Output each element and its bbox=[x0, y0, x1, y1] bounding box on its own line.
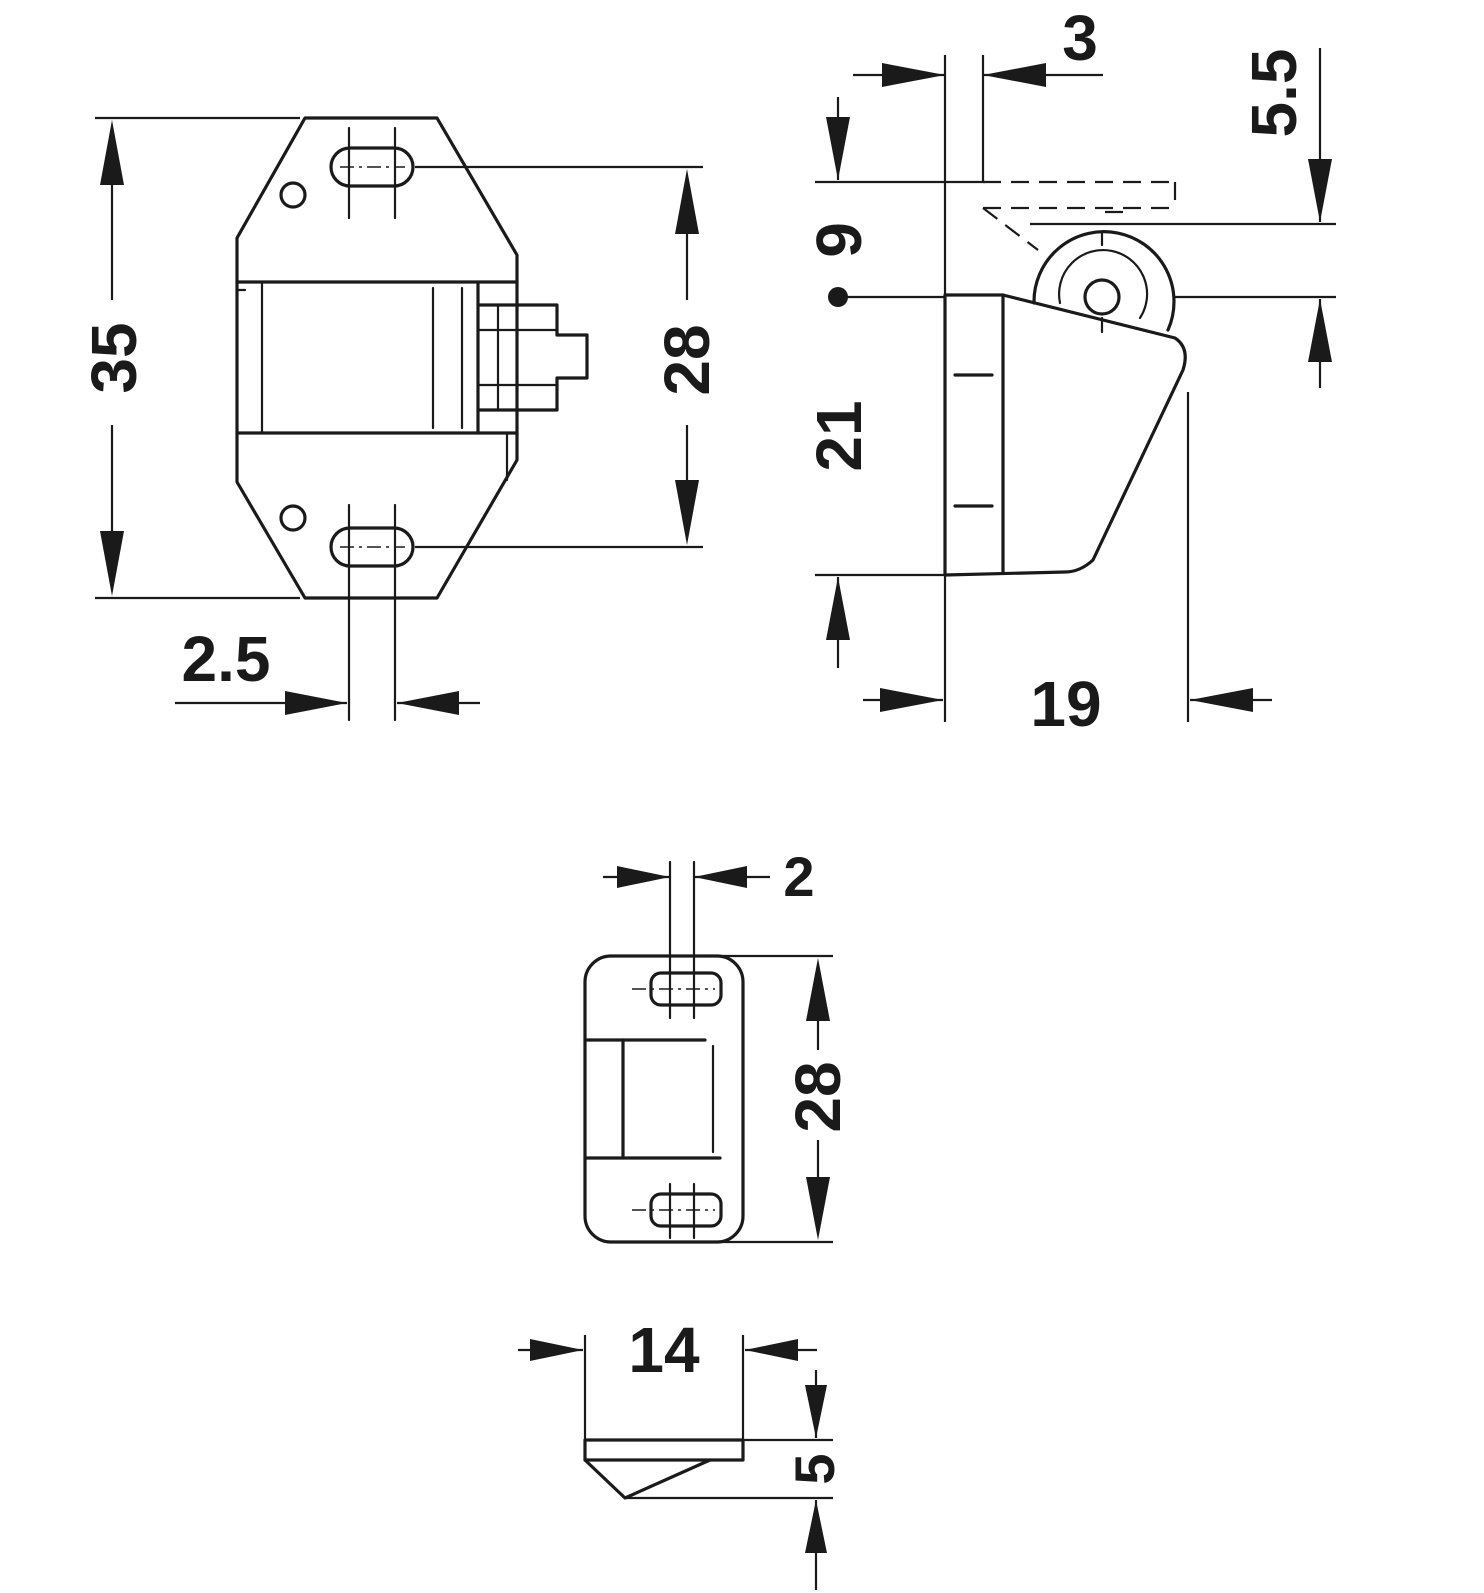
dim-side-height-label: 21 bbox=[803, 400, 875, 471]
dim-side-depth-label: 19 bbox=[1030, 668, 1101, 740]
dim-side-offset-right-label: 5.5 bbox=[1238, 49, 1310, 138]
dim-front-inner-height-label: 28 bbox=[651, 324, 723, 395]
front-view: 35 28 2.5 bbox=[78, 116, 723, 722]
dim-side-offset-top-label: 3 bbox=[1062, 2, 1098, 74]
dim-front-height-label: 35 bbox=[78, 322, 150, 393]
dim-plate-slot-width-label: 2 bbox=[783, 845, 814, 908]
dim-slot-width-label: 2.5 bbox=[182, 623, 271, 695]
plate-front-view: 2 28 bbox=[583, 845, 854, 1244]
dim-plate-width-label: 14 bbox=[628, 1314, 700, 1386]
plate-profile-view: 14 5 bbox=[518, 1314, 846, 1590]
side-view: 3 5.5 9 21 19 bbox=[803, 2, 1336, 740]
dim-side-roller-label: 9 bbox=[803, 222, 875, 258]
dim-plate-thickness-label: 5 bbox=[783, 1453, 846, 1484]
dim-plate-height-label: 28 bbox=[782, 1061, 854, 1132]
